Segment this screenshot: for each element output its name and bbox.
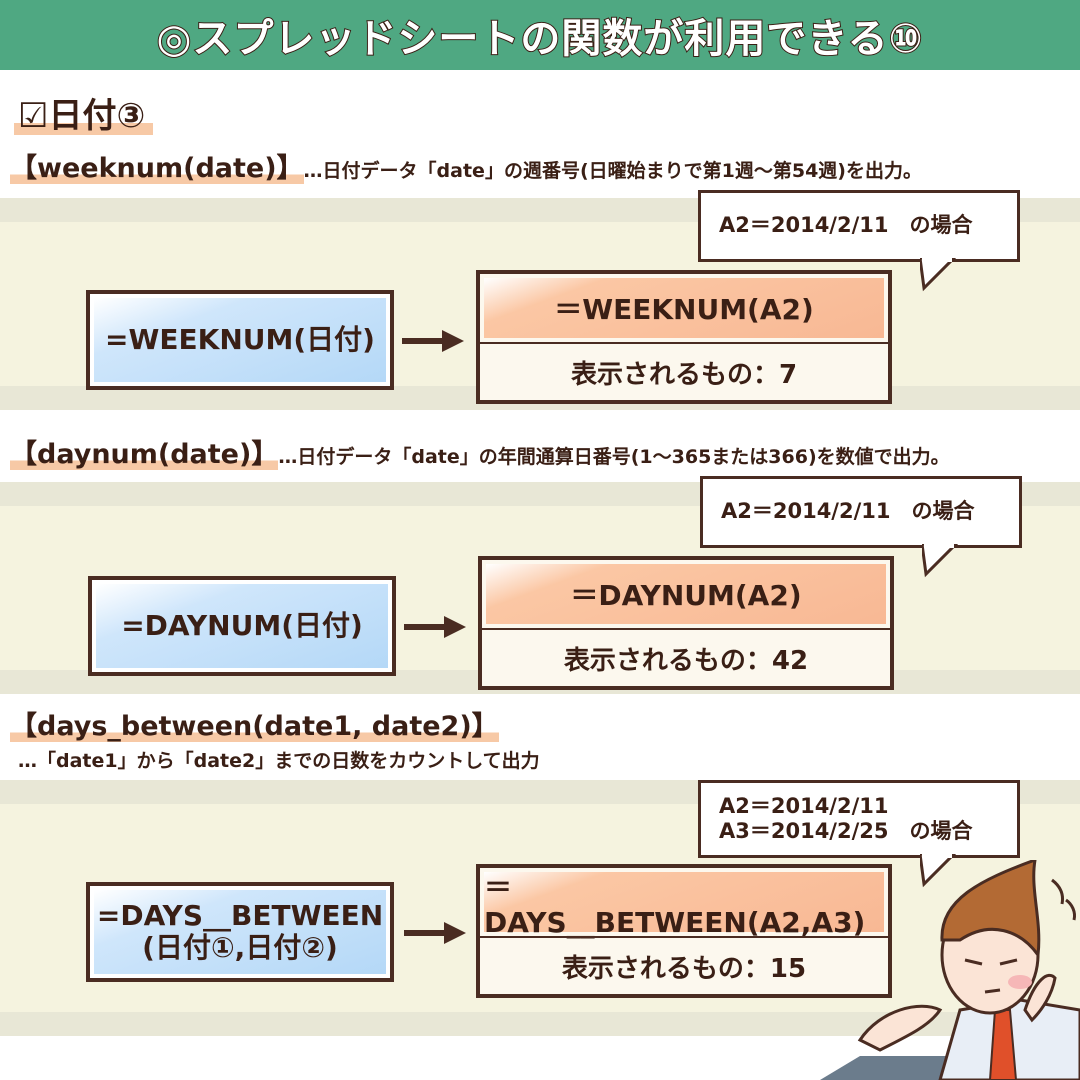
weeknum-result-value: 表示されるもの：7 — [570, 359, 798, 390]
days-between-formula-args: (日付①,日付②) — [142, 931, 338, 964]
daynum-description: …日付データ「date」の年間通算日番号(1～365または366)を数値で出力。 — [278, 446, 950, 468]
formula-inner: =WEEKNUM(日付) — [94, 298, 386, 382]
page-title: ◎スプレッドシートの関数が利用できる⑩ — [156, 15, 924, 63]
days-between-heading: 【days_between(date1, date2)】 — [10, 704, 499, 743]
daynum-formula-box: =DAYNUM(日付) — [88, 576, 396, 676]
section-title-text: ☑日付③ — [18, 96, 146, 136]
daynum-result-formula: ＝DAYNUM(A2) — [486, 564, 886, 624]
weeknum-formula: =WEEKNUM(日付) — [105, 322, 375, 356]
days-between-result-value: 表示されるもの：15 — [561, 953, 807, 984]
right-arrow-icon — [402, 330, 464, 352]
speech-bubble-tail-icon — [920, 854, 957, 888]
daynum-example-bubble: A2＝2014/2/11 の場合 — [700, 476, 1022, 548]
right-arrow-icon — [404, 616, 466, 638]
days-between-example-bubble: A2＝2014/2/11 A3＝2014/2/25 の場合 — [698, 780, 1020, 858]
speech-bubble-tail-icon — [920, 258, 957, 292]
weeknum-result-formula: ＝WEEKNUM(A2) — [484, 278, 884, 338]
days-between-formula: =DAYS__BETWEEN — [96, 898, 384, 932]
days-between-function-name: 【days_between(date1, date2)】 — [10, 711, 499, 742]
formula-inner: =DAYNUM(日付) — [96, 584, 388, 668]
days-between-description: …「date1」から「date2」までの日数をカウントして出力 — [18, 750, 540, 772]
weeknum-heading: 【weeknum(date)】…日付データ「date」の週番号(日曜始まりで第1… — [10, 146, 922, 185]
weeknum-description: …日付データ「date」の週番号(日曜始まりで第1週～第54週)を出力。 — [303, 160, 922, 182]
daynum-formula: =DAYNUM(日付) — [121, 608, 363, 642]
daynum-heading: 【daynum(date)】…日付データ「date」の年間通算日番号(1～365… — [10, 432, 950, 471]
result-divider — [480, 342, 888, 344]
weeknum-example-bubble: A2＝2014/2/11 の場合 — [698, 190, 1020, 262]
days-between-example-text: A2＝2014/2/11 A3＝2014/2/25 の場合 — [719, 793, 973, 843]
weeknum-example-text: A2＝2014/2/11 の場合 — [719, 213, 973, 238]
thinking-character-illustration — [820, 860, 1080, 1080]
result-divider — [480, 936, 888, 938]
right-arrow-icon — [404, 922, 466, 944]
header-banner: ◎スプレッドシートの関数が利用できる⑩ — [0, 0, 1080, 70]
days-between-formula-box: =DAYS__BETWEEN (日付①,日付②) — [86, 882, 394, 982]
daynum-result-value: 表示されるもの：42 — [563, 645, 809, 676]
weeknum-result-box: ＝WEEKNUM(A2) 表示されるもの：7 — [476, 270, 892, 404]
weeknum-formula-box: =WEEKNUM(日付) — [86, 290, 394, 390]
daynum-function-name: 【daynum(date)】 — [10, 439, 279, 470]
daynum-result-box: ＝DAYNUM(A2) 表示されるもの：42 — [478, 556, 894, 690]
weeknum-function-name: 【weeknum(date)】 — [10, 153, 304, 184]
section-title: ☑日付③ — [14, 88, 154, 137]
daynum-example-text: A2＝2014/2/11 の場合 — [721, 499, 975, 524]
speech-bubble-tail-icon — [922, 544, 959, 578]
result-divider — [482, 628, 890, 630]
formula-inner: =DAYS__BETWEEN (日付①,日付②) — [94, 890, 386, 974]
days-between-result-formula: ＝DAYS__BETWEEN(A2,A3) — [484, 871, 884, 939]
days-between-result-box: ＝DAYS__BETWEEN(A2,A3) 表示されるもの：15 — [476, 864, 892, 998]
